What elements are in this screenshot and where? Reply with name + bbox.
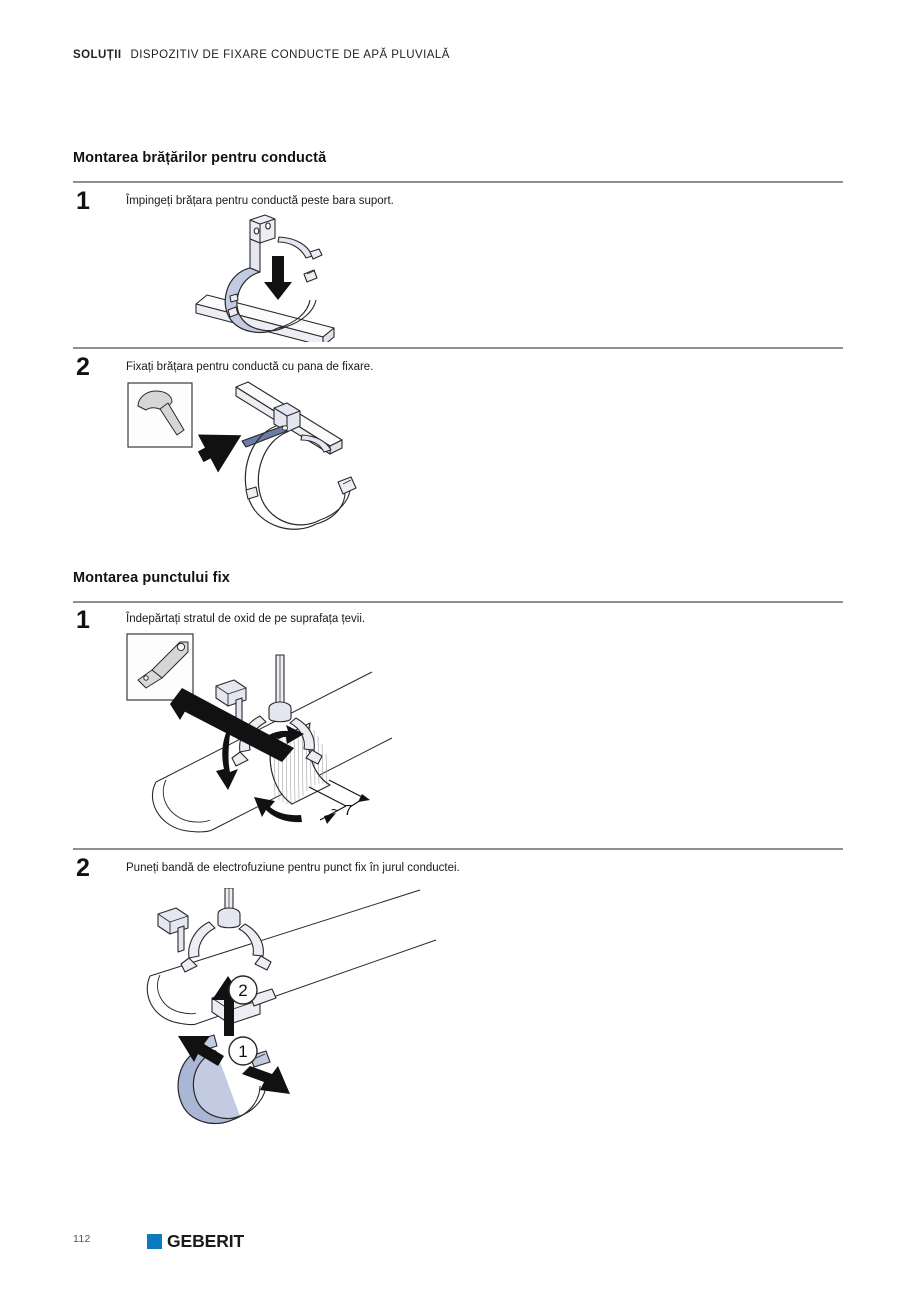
figure-remove-oxide-layer-from-pipe: ~ 7 [124,630,394,835]
dimension-label: ~ 7 [331,802,353,819]
pipe-rotation-arrow-icon [254,797,302,823]
section-heading-clamps: Montarea brățărilor pentru conductă [73,150,327,166]
step-text: Împingeți brățara pentru conductă peste … [126,195,394,207]
step-divider [73,347,843,349]
running-header-title: DISPOZITIV DE FIXARE CONDUCTE DE APĂ PLU… [130,49,450,61]
brand-name: GEBERIT [167,1231,245,1251]
callout-1: 1 [228,1036,258,1066]
insertion-arrow-icon [264,256,292,300]
page-number: 112 [73,1233,91,1245]
svg-text:1: 1 [238,1042,247,1061]
step-text: Îndepărtați stratul de oxid de pe supraf… [126,613,366,625]
callout-2: 2 [228,975,258,1005]
insertion-arrow-icon [197,434,242,473]
band-open-arrow-left-icon [178,1036,224,1066]
svg-text:2: 2 [238,981,247,1000]
step-divider [73,181,843,183]
scraper-icon [126,633,194,701]
section-heading-fixpoint: Montarea punctului fix [73,570,230,586]
step-number: 1 [76,187,90,215]
rotation-arrow-icon [216,733,238,790]
running-header-label: SOLUȚII [73,49,122,61]
step-divider [73,848,843,850]
figure-pipe-clamp-secure-with-wedge [124,378,364,543]
hammer-icon [127,382,193,448]
figure-electrofusion-band-around-pipe: 2 1 [138,888,438,1128]
step-text: Puneți bandă de electrofuziune pentru pu… [126,862,460,874]
figure-pipe-clamp-push-over-support-bar [186,212,356,342]
band-open-arrow-right-icon [242,1066,290,1094]
step-number: 1 [76,606,90,634]
step-divider [73,601,843,603]
step-number: 2 [76,353,90,381]
running-header: SOLUȚII DISPOZITIV DE FIXARE CONDUCTE DE … [73,49,450,61]
brand-logo: GEBERIT [147,1231,244,1252]
step-number: 2 [76,854,90,882]
brand-square-icon [147,1234,162,1249]
rotate-arrow-icon [258,725,304,747]
step-text: Fixați brățara pentru conductă cu pana d… [126,361,374,373]
